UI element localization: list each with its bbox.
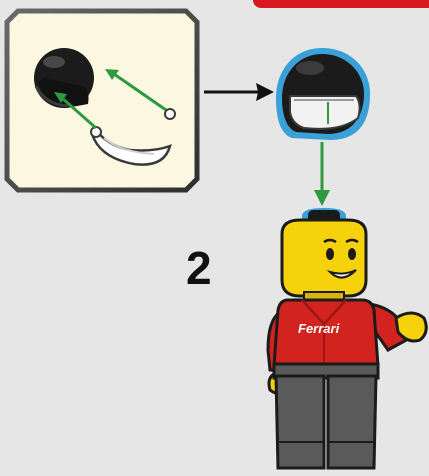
- minifig-right-arm: [370, 304, 426, 350]
- callout-to-result-arrow: [200, 80, 278, 104]
- minifig-legs: [276, 376, 376, 468]
- minifig-head: [282, 220, 366, 296]
- sub-assembly-callout: [4, 8, 200, 193]
- callout-frame: [4, 8, 200, 193]
- page-header-tab: [253, 0, 429, 8]
- minifig-torso: Ferrari: [274, 300, 378, 366]
- step-number: 2: [186, 245, 212, 291]
- assembled-helmet: [270, 42, 376, 146]
- callout-border: [7, 11, 197, 190]
- torso-print: Ferrari: [298, 321, 340, 336]
- minifigure: Ferrari: [262, 200, 429, 476]
